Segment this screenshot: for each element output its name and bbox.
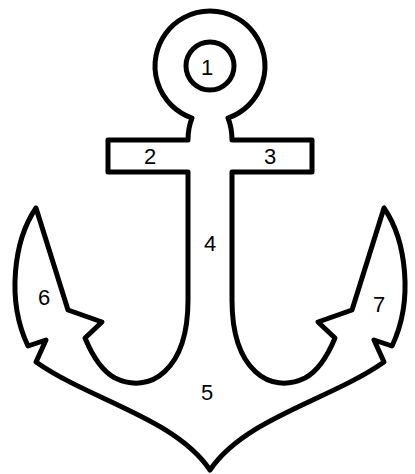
callout-number: 6 bbox=[38, 287, 50, 309]
callout-number: 2 bbox=[144, 146, 156, 168]
callout-number: 5 bbox=[201, 382, 213, 404]
callout-number: 3 bbox=[264, 146, 276, 168]
callout-number: 4 bbox=[204, 233, 216, 255]
anchor-body bbox=[15, 11, 405, 470]
callout-number: 1 bbox=[201, 57, 213, 79]
callout-number: 7 bbox=[373, 294, 385, 316]
anchor-ring-hole bbox=[186, 42, 234, 90]
